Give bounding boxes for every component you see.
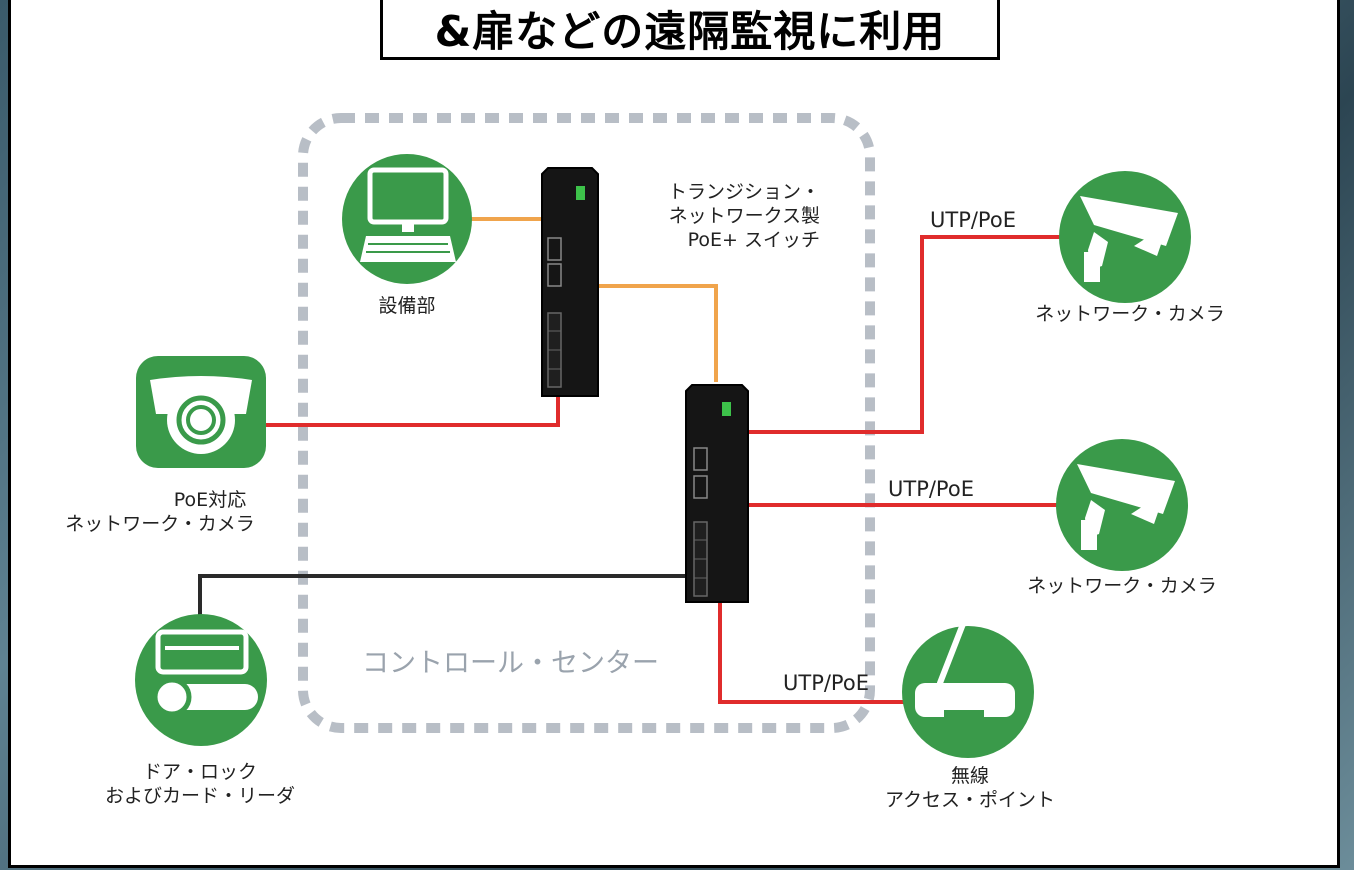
door-lock-label-line-2: およびカード・リーダ	[104, 785, 295, 807]
camera-mid-label: ネットワーク・カメラ	[1027, 575, 1217, 597]
dome-camera-icon	[136, 356, 266, 468]
data-cable-door-lock	[198, 574, 688, 618]
facility-label: 設備部	[378, 295, 436, 317]
connection-lines	[198, 217, 1065, 704]
poe-cable-camera-top	[748, 235, 1065, 434]
link-label-top: UTP/PoE	[930, 208, 1016, 232]
wireless-access-point-icon	[902, 621, 1034, 758]
poe-camera-label: PoE対応 ネットワーク・カメラ	[40, 488, 280, 536]
poe-camera-label-line-1: PoE対応	[173, 489, 247, 511]
poe-switch-upper	[541, 167, 599, 397]
card-reader-icon	[135, 614, 267, 746]
link-label-bottom: UTP/PoE	[783, 671, 869, 695]
wireless-label-line-2: アクセス・ポイント	[884, 789, 1056, 811]
bullet-camera-icon-mid	[1056, 439, 1188, 571]
wireless-label-line-1: 無線	[950, 765, 989, 787]
uplink-cable-switches	[598, 284, 718, 382]
switch-label: トランジション・ ネットワークス製 PoE+ スイッチ	[620, 180, 820, 252]
poe-cable-poe-camera	[266, 396, 560, 427]
door-lock-label: ドア・ロック およびカード・リーダ	[75, 760, 325, 808]
switch-label-line-3: PoE+ スイッチ	[687, 229, 820, 251]
link-label-mid: UTP/PoE	[888, 477, 974, 501]
control-center-zone	[298, 113, 875, 733]
poe-camera-label-line-2: ネットワーク・カメラ	[65, 513, 255, 535]
camera-top-label: ネットワーク・カメラ	[1035, 303, 1225, 325]
switch-label-line-1: トランジション・	[667, 181, 820, 203]
control-center-label: コントロール・センター	[362, 648, 659, 679]
poe-cable-wireless	[718, 600, 906, 704]
switch-label-line-2: ネットワークス製	[668, 205, 820, 227]
door-lock-label-line-1: ドア・ロック	[142, 761, 257, 783]
page-title: &扉などの遠隔監視に利用	[380, 0, 1000, 60]
wireless-label: 無線 アクセス・ポイント	[860, 764, 1080, 812]
poe-switch-lower	[685, 384, 749, 603]
bullet-camera-icon-top	[1059, 171, 1191, 303]
computer-icon	[342, 154, 472, 284]
